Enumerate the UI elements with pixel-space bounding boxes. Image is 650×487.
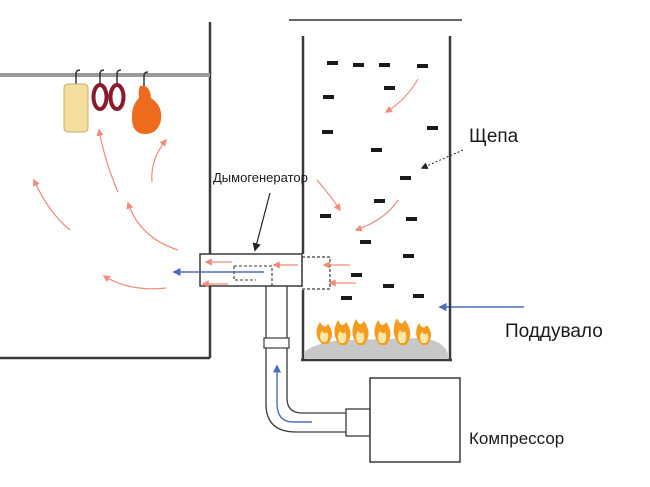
wood-chip-icon: [379, 63, 390, 67]
wood-chip-icon: [322, 130, 333, 134]
smoke-arrow: [126, 201, 179, 251]
smoking-chamber: [0, 22, 212, 360]
wood-chip-icon: [400, 176, 411, 180]
flame-icon: [334, 320, 351, 345]
chips-leader: [420, 149, 464, 169]
smoke-arrow: [316, 179, 341, 212]
dashed-chamber: [301, 256, 331, 290]
air-inlet-label: Поддувало: [505, 321, 603, 342]
chip-hopper: [289, 19, 462, 362]
cheese-icon: [63, 69, 89, 133]
flame-icon: [352, 319, 369, 345]
air-flow-arrows: [172, 267, 524, 423]
smoke-flow-arrows: [33, 128, 179, 290]
wood-chip-icon: [371, 148, 382, 152]
wood-chip-icon: [360, 240, 371, 244]
wood-chip-icon: [341, 296, 352, 300]
wood-chip-icon: [327, 61, 338, 65]
wood-chip-icon: [320, 214, 331, 218]
wood-chip-icon: [323, 95, 334, 99]
smoke-generator-leader: [252, 192, 271, 252]
smoke-arrow: [102, 275, 167, 290]
compressor-box: [369, 377, 461, 463]
flame-icon: [393, 318, 411, 345]
flame-icon: [416, 323, 431, 345]
air-hose: [265, 348, 371, 437]
ham-icon: [131, 71, 162, 134]
smoke-arrow: [151, 138, 167, 183]
flame-icon: [316, 322, 332, 344]
hanging-products: [63, 69, 162, 134]
ejector-dashed: [233, 265, 273, 286]
wood-chip-icon: [403, 254, 414, 258]
sausage-ring-icon: [91, 69, 109, 111]
chip-flow-arrows: [316, 78, 419, 232]
air-arrow: [272, 364, 312, 423]
smoke-arrow: [96, 128, 119, 193]
wood-chip-icon: [417, 64, 428, 68]
wood-chip-icon: [384, 86, 395, 90]
wood-chip-icon: [351, 273, 362, 277]
smoke-generator-label: Дымогенератор: [213, 170, 308, 185]
smoke-generator-arrows: [201, 258, 356, 288]
wood-chip-icon: [383, 284, 394, 288]
compressor-label: Компрессор: [469, 429, 565, 448]
flames: [316, 318, 431, 345]
chips-label: Щепа: [469, 126, 519, 147]
wood-chip-icon: [374, 199, 385, 203]
smoke-arrow: [33, 178, 71, 231]
wood-chip-icon: [413, 294, 424, 298]
wood-chip-icon: [427, 126, 438, 130]
flame-icon: [374, 320, 391, 345]
wood-chip-icon: [406, 217, 417, 221]
wood-chips: [320, 61, 438, 300]
wood-chip-icon: [353, 63, 364, 67]
smoke-arrow: [384, 78, 419, 113]
sausage-ring-icon: [108, 69, 126, 111]
smoke-generator: [199, 253, 331, 349]
smoke-arrow: [354, 199, 399, 232]
